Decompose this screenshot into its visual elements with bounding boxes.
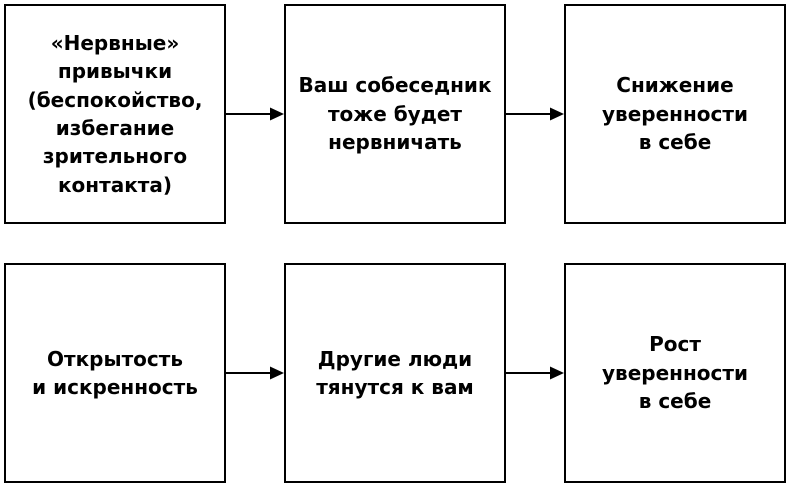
- arrow-right-icon: [226, 363, 284, 383]
- arrow-right-icon: [506, 104, 564, 124]
- flow-box-people-drawn: Другие люди тянутся к вам: [284, 263, 506, 483]
- flow-row-positive: Открытость и искренность Другие люди тян…: [4, 263, 786, 483]
- flow-box-confidence-growth: Рост уверенности в себе: [564, 263, 786, 483]
- flow-box-openness: Открытость и искренность: [4, 263, 226, 483]
- arrow-right-icon: [506, 363, 564, 383]
- flow-box-confidence-decrease: Снижение уверенности в себе: [564, 4, 786, 224]
- arrow-right-icon: [226, 104, 284, 124]
- flow-box-interlocutor-nervous: Ваш собеседник тоже будет нервничать: [284, 4, 506, 224]
- flow-row-negative: «Нервные» привычки (беспокойство, избега…: [4, 4, 786, 224]
- flow-box-nervous-habits: «Нервные» привычки (беспокойство, избега…: [4, 4, 226, 224]
